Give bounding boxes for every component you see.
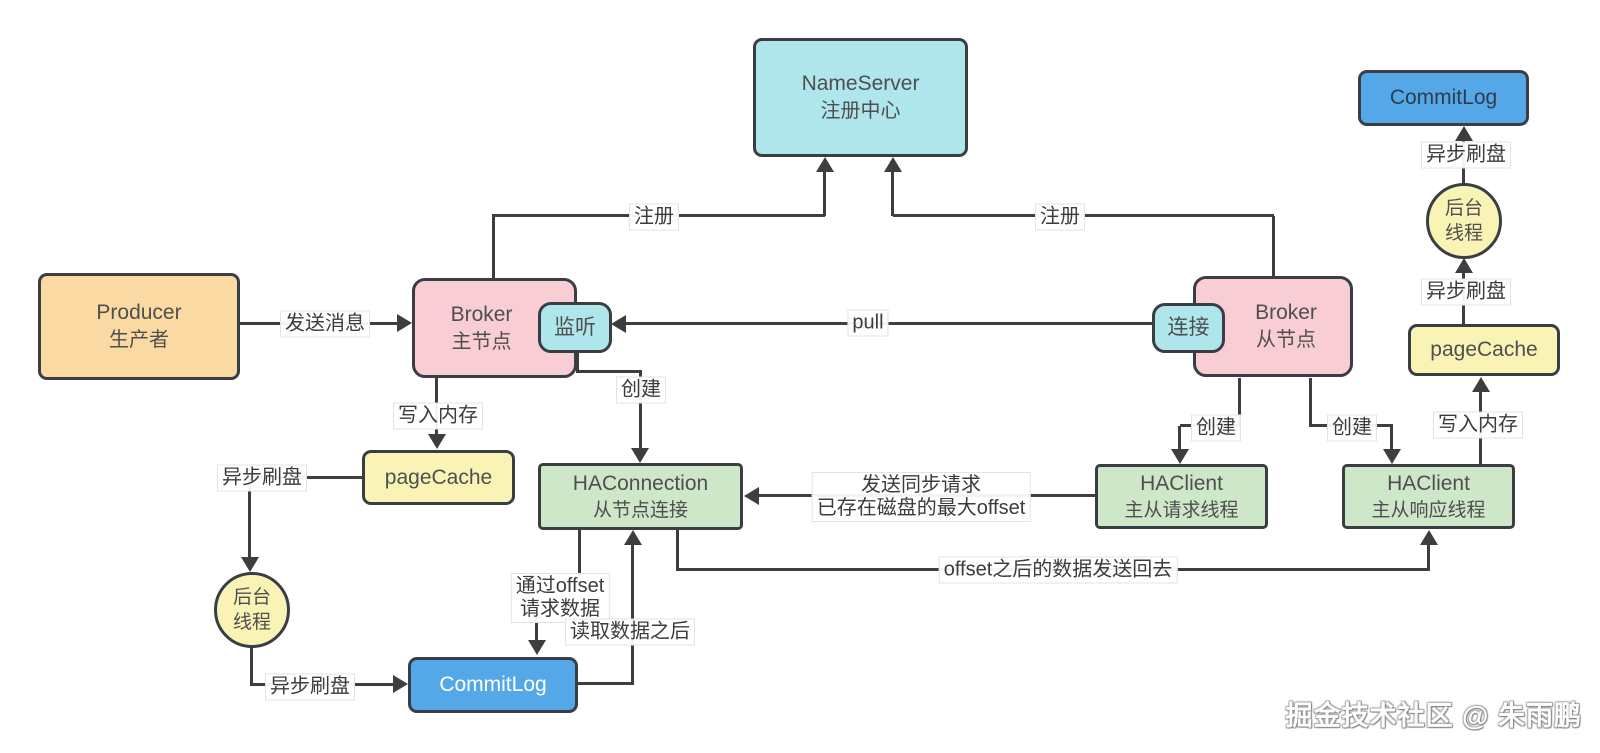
sync-request-line1: 发送同步请求 <box>861 474 981 496</box>
arrowhead-down <box>241 557 259 572</box>
producer-title: Producer <box>96 301 182 325</box>
arrowhead-right <box>397 314 412 332</box>
broker-slave-title: Broker <box>1255 301 1317 325</box>
request-by-offset-line2: 请求数据 <box>520 598 600 620</box>
line-segment <box>639 372 642 448</box>
broker-slave-subtitle: 从节点 <box>1256 329 1316 352</box>
arrowhead-left <box>611 315 626 333</box>
line-segment <box>248 477 251 557</box>
line-segment <box>823 172 826 216</box>
line-segment <box>1178 426 1181 450</box>
sync-request-line2: 已存在磁盘的最大offset <box>816 497 1026 519</box>
line-segment <box>676 530 679 570</box>
line-segment <box>250 647 253 684</box>
edge-label-async-flush-right-1: 异步刷盘 <box>1421 278 1511 306</box>
node-haclient-request: HAClient 主从请求线程 <box>1095 464 1268 529</box>
line-segment <box>578 530 581 575</box>
commitlog-slave-label: CommitLog <box>1389 86 1498 110</box>
edge-label-write-memory-right: 写入内存 <box>1433 411 1523 439</box>
arrowhead-up <box>816 157 834 172</box>
edge-label-create-slave-request: 创建 <box>1191 414 1241 442</box>
nameserver-title: NameServer <box>801 72 920 96</box>
line-segment <box>535 618 538 640</box>
node-producer: Producer 生产者 <box>38 273 240 380</box>
producer-subtitle: 生产者 <box>109 329 169 352</box>
node-haconnection: HAConnection 从节点连接 <box>538 463 743 530</box>
line-segment <box>891 172 894 216</box>
line-segment <box>492 216 495 278</box>
node-nameserver: NameServer 注册中心 <box>753 38 968 157</box>
arrowhead-down <box>1383 449 1401 464</box>
watermark-text: 掘金技术社区 @ 朱雨鹏 <box>1285 701 1582 731</box>
line-segment <box>1272 216 1275 276</box>
arrowhead-up <box>1472 377 1490 392</box>
node-broker-slave: Broker 从节点 <box>1193 276 1353 377</box>
node-bg-thread-left: 后台 线程 <box>214 572 290 648</box>
haclient-response-title: HAClient <box>1387 472 1470 496</box>
line-segment <box>1238 378 1241 426</box>
arrowhead-right <box>393 675 408 693</box>
line-segment <box>576 352 579 372</box>
commitlog-master-label: CommitLog <box>439 673 547 697</box>
arrowhead-up <box>1455 258 1473 273</box>
bg-thread-left-line1: 后台 <box>232 586 271 608</box>
edge-label-send-message: 发送消息 <box>280 310 370 338</box>
arrowhead-up <box>884 157 902 172</box>
arrowhead-down <box>428 434 446 449</box>
node-haclient-response: HAClient 主从响应线程 <box>1342 464 1515 529</box>
node-pagecache-left: pageCache <box>362 450 515 505</box>
edge-label-write-memory-left: 写入内存 <box>393 402 483 430</box>
edge-label-async-flush-right-2: 异步刷盘 <box>1421 141 1511 169</box>
arrowhead-left <box>744 487 759 505</box>
haclient-request-subtitle: 主从请求线程 <box>1124 499 1239 521</box>
edge-label-register-right: 注册 <box>1035 203 1085 231</box>
edge-label-offset-send-back: offset之后的数据发送回去 <box>938 556 1178 584</box>
line-segment <box>1390 426 1393 450</box>
arrowhead-up <box>624 530 642 545</box>
pagecache-right-label: pageCache <box>1430 338 1538 362</box>
edge-label-register-left: 注册 <box>629 203 679 231</box>
pagecache-left-label: pageCache <box>384 465 493 489</box>
connect-label: 连接 <box>1167 316 1210 340</box>
broker-master-title: Broker <box>450 302 513 326</box>
line-segment <box>1309 378 1312 426</box>
request-by-offset-line1: 通过offset <box>515 575 605 597</box>
nameserver-subtitle: 注册中心 <box>820 100 901 123</box>
node-bg-thread-right: 后台 线程 <box>1426 183 1502 259</box>
node-listen: 监听 <box>538 302 612 353</box>
edge-label-create-slave-response: 创建 <box>1327 414 1377 442</box>
line-segment <box>576 370 642 373</box>
node-commitlog-slave: CommitLog <box>1358 70 1529 126</box>
edge-label-pull: pull <box>847 309 889 337</box>
arrowhead-down <box>1171 449 1189 464</box>
bg-thread-left-line2: 线程 <box>232 612 271 633</box>
line-segment <box>631 545 634 684</box>
line-segment <box>578 682 634 685</box>
bg-thread-right-line2: 线程 <box>1444 223 1483 244</box>
edge-label-sync-request: 发送同步请求 已存在磁盘的最大offset <box>811 472 1031 522</box>
haconnection-subtitle: 从节点连接 <box>592 499 688 521</box>
node-pagecache-right: pageCache <box>1408 324 1560 376</box>
node-connect: 连接 <box>1152 303 1225 353</box>
arrowhead-up <box>1420 530 1438 545</box>
arrowhead-up <box>1455 126 1473 141</box>
broker-master-subtitle: 主节点 <box>451 330 512 353</box>
arrowhead-down <box>631 448 649 463</box>
edge-label-after-read-data: 读取数据之后 <box>565 618 695 646</box>
line-segment <box>1427 545 1430 570</box>
edge-label-create-master: 创建 <box>616 376 666 404</box>
edge-label-async-flush-left-1: 异步刷盘 <box>217 464 307 492</box>
line-segment <box>626 322 1152 325</box>
haclient-response-subtitle: 主从响应线程 <box>1371 499 1486 521</box>
bg-thread-right-line1: 后台 <box>1444 197 1483 219</box>
listen-label: 监听 <box>554 315 596 339</box>
haconnection-title: HAConnection <box>572 472 709 496</box>
arrowhead-down <box>528 640 546 655</box>
edge-label-async-flush-left-2: 异步刷盘 <box>265 673 355 701</box>
edge-label-request-by-offset: 通过offset 请求数据 <box>510 573 610 623</box>
haclient-request-title: HAClient <box>1140 472 1223 496</box>
node-commitlog-master: CommitLog <box>408 657 578 713</box>
